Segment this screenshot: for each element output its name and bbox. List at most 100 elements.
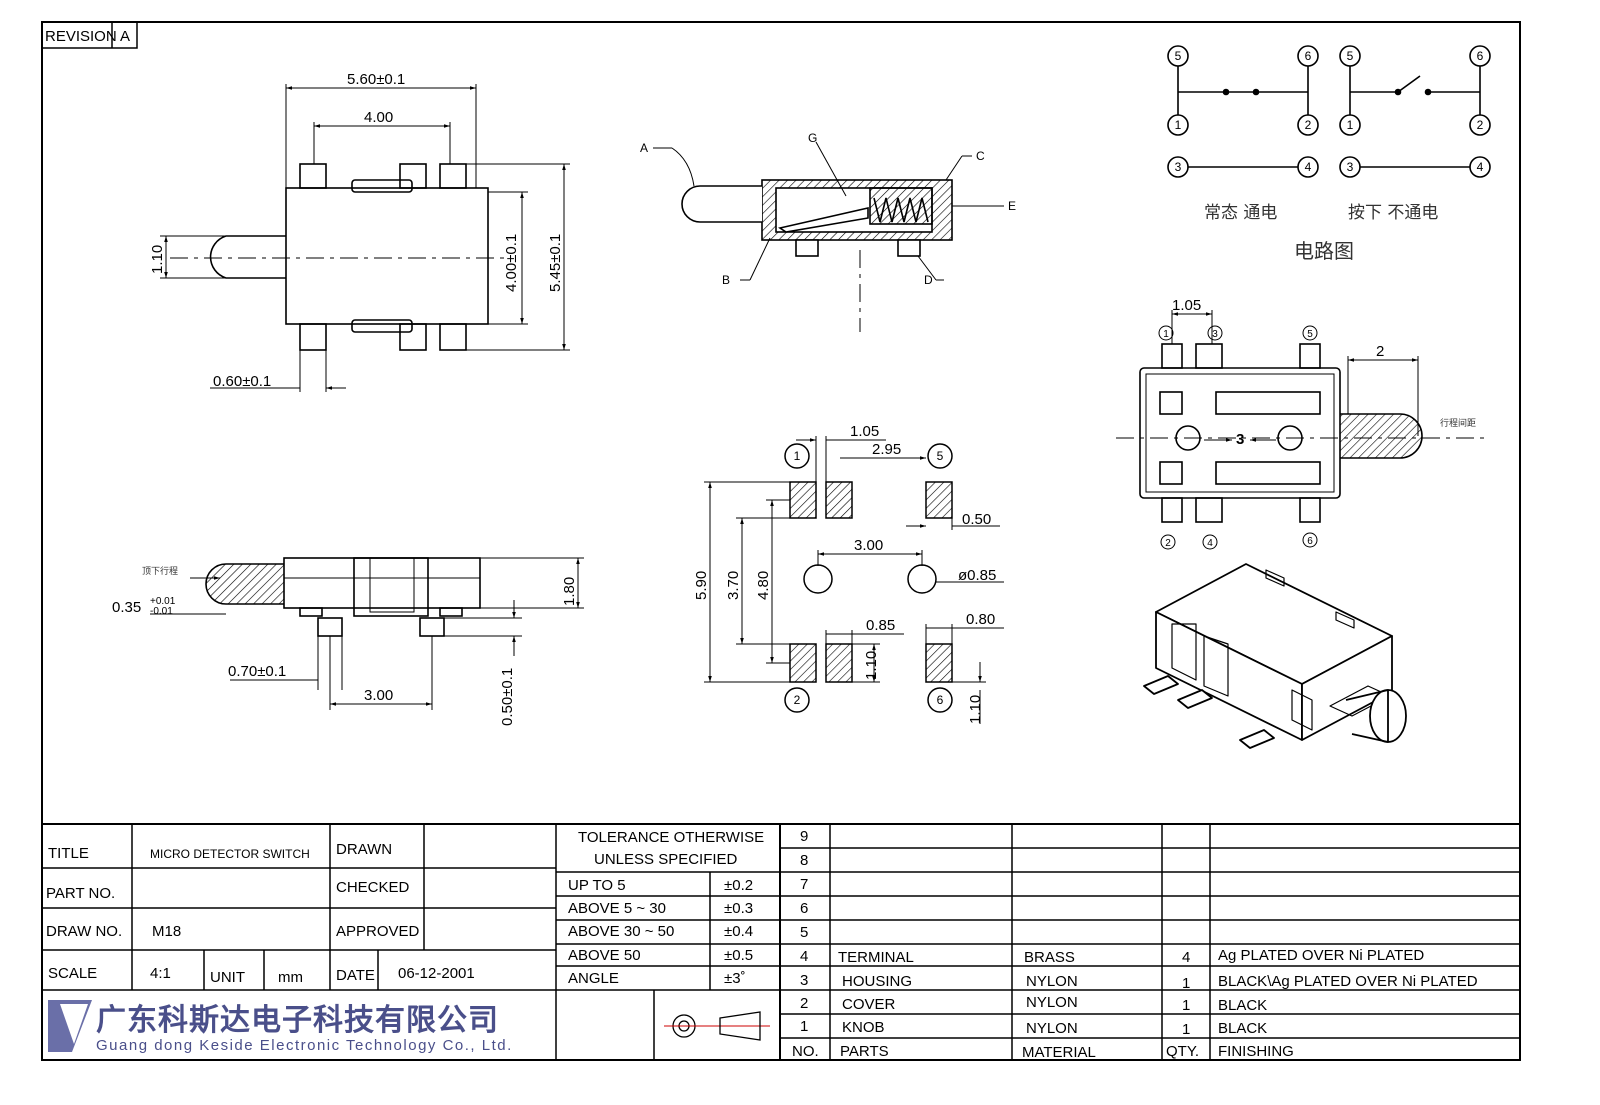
tol-range-3: ABOVE 50 <box>568 947 641 964</box>
company-name-cn: 广东科斯达电子科技有限公司 <box>96 1003 499 1038</box>
pcb-dim-3-70: 3.70 <box>725 571 742 600</box>
pcb-dim-1-10a: 1.10 <box>863 651 880 680</box>
dim-height-inner: 4.00±0.1 <box>503 234 520 292</box>
pcb-pin-2: 2 <box>794 693 801 707</box>
checked-label: CHECKED <box>336 879 410 896</box>
bom-no-8: 8 <box>800 852 808 869</box>
pin-2: 2 <box>1305 118 1312 132</box>
tol-value-3: ±0.5 <box>724 947 753 964</box>
bom-no-2: 2 <box>800 995 808 1012</box>
bottom-view <box>1116 310 1490 523</box>
tol-value-0: ±0.2 <box>724 877 753 894</box>
revision-box: REVISION A <box>41 21 138 49</box>
pin-3b: 3 <box>1347 160 1354 174</box>
top-view <box>160 84 570 392</box>
pin-1b: 1 <box>1347 118 1354 132</box>
side-dim-pad-h: 0.50±0.1 <box>499 668 516 726</box>
bom-no-5: 5 <box>800 924 808 941</box>
bottom-pin-6: 6 <box>1307 536 1313 547</box>
pcb-pin-labels: 1 5 2 6 <box>794 449 944 707</box>
side-dim-knob: 0.35 <box>112 599 141 616</box>
pcb-layout <box>704 436 1004 724</box>
bottom-dim-3: 3 <box>1236 431 1244 448</box>
label-g: G <box>808 131 817 145</box>
bottom-dim-1-05: 1.05 <box>1172 297 1201 314</box>
draw-no-label: DRAW NO. <box>46 923 122 940</box>
tol-value-1: ±0.3 <box>724 900 753 917</box>
bom-no-6: 6 <box>800 900 808 917</box>
tol-range-2: ABOVE 30 ~ 50 <box>568 923 674 940</box>
pcb-pin-5: 5 <box>937 449 944 463</box>
bom-qty-4: 4 <box>1182 949 1190 966</box>
side-dim-pad: 0.70±0.1 <box>228 663 286 680</box>
pin-4b: 4 <box>1477 160 1484 174</box>
state-normal: 常态 通电 <box>1204 203 1277 223</box>
bom-finishing-3: BLACK\Ag PLATED OVER Ni PLATED <box>1218 973 1478 990</box>
bom-no-7: 7 <box>800 876 808 893</box>
bom-material-4: BRASS <box>1024 949 1075 966</box>
bom-header-material: MATERIAL <box>1022 1044 1096 1061</box>
pin-2b: 2 <box>1477 118 1484 132</box>
pcb-dim-3-00: 3.00 <box>854 537 883 554</box>
pin-6: 6 <box>1305 49 1312 63</box>
bom-qty-3: 1 <box>1182 975 1190 992</box>
pcb-pin-6: 6 <box>937 693 944 707</box>
dim-width: 5.60±0.1 <box>347 71 405 88</box>
bottom-pin-4: 4 <box>1207 538 1213 549</box>
company-logo <box>48 1000 92 1052</box>
dim-inner: 4.00 <box>364 109 393 126</box>
state-pressed: 按下 不通电 <box>1348 203 1438 223</box>
unit-label: UNIT <box>210 969 245 986</box>
bom-no-9: 9 <box>800 828 808 845</box>
date-label: DATE <box>336 967 375 984</box>
revision-value: A <box>120 28 130 45</box>
pcb-dim-5-90: 5.90 <box>693 571 710 600</box>
section-view <box>653 141 1004 332</box>
pcb-dim-4-80: 4.80 <box>755 571 772 600</box>
bom-header-parts: PARTS <box>840 1043 889 1060</box>
pin-3: 3 <box>1175 160 1182 174</box>
company-name-en: Guang dong Keside Electronic Technology … <box>96 1037 513 1054</box>
pcb-dim-0-85: 0.85 <box>866 617 895 634</box>
label-c: C <box>976 149 985 163</box>
title-value: MICRO DETECTOR SWITCH <box>150 847 310 861</box>
pin-1: 1 <box>1175 118 1182 132</box>
label-e: E <box>1008 199 1016 213</box>
bottom-pin-3: 3 <box>1212 329 1218 340</box>
part-no-label: PART NO. <box>46 885 115 902</box>
bom-material-3: NYLON <box>1026 973 1078 990</box>
side-dim-knob-minus: -0.01 <box>150 606 173 617</box>
title-label: TITLE <box>48 845 89 862</box>
bom-no-3: 3 <box>800 972 808 989</box>
drawn-label: DRAWN <box>336 841 392 858</box>
bom-finishing-2: BLACK <box>1218 997 1267 1014</box>
bom-material-2: NYLON <box>1026 994 1078 1011</box>
tol-range-4: ANGLE <box>568 970 619 987</box>
bom-part-4: TERMINAL <box>838 949 914 966</box>
circuit-title: 电路图 <box>1294 239 1354 263</box>
approved-label: APPROVED <box>336 923 420 940</box>
bom-part-1: KNOB <box>842 1019 885 1036</box>
bom-header-finishing: FINISHING <box>1218 1043 1294 1060</box>
pcb-dim-0-80: 0.80 <box>966 611 995 628</box>
scale-value: 4:1 <box>150 965 171 982</box>
projection-symbol <box>664 1011 770 1041</box>
pcb-dim-1-10b: 1.10 <box>967 695 984 724</box>
pin-4: 4 <box>1305 160 1312 174</box>
label-d: D <box>924 273 933 287</box>
side-view <box>150 557 584 710</box>
bom-no-1: 1 <box>800 1018 808 1035</box>
tol-value-4: ±3˚ <box>724 970 746 987</box>
dim-pad: 0.60±0.1 <box>213 373 271 390</box>
date-value: 06-12-2001 <box>398 965 475 982</box>
tol-range-1: ABOVE 5 ~ 30 <box>568 900 666 917</box>
pcb-dim-2-95: 2.95 <box>872 441 901 458</box>
bom-header-no: NO. <box>792 1043 819 1060</box>
bottom-pin-5: 5 <box>1307 329 1313 340</box>
revision-label: REVISION <box>45 28 117 45</box>
bom-no-4: 4 <box>800 948 808 965</box>
bom-part-3: HOUSING <box>842 973 912 990</box>
tolerance-header-1: TOLERANCE OTHERWISE <box>578 829 764 846</box>
side-knob-note: 顶下行程 <box>142 565 178 577</box>
